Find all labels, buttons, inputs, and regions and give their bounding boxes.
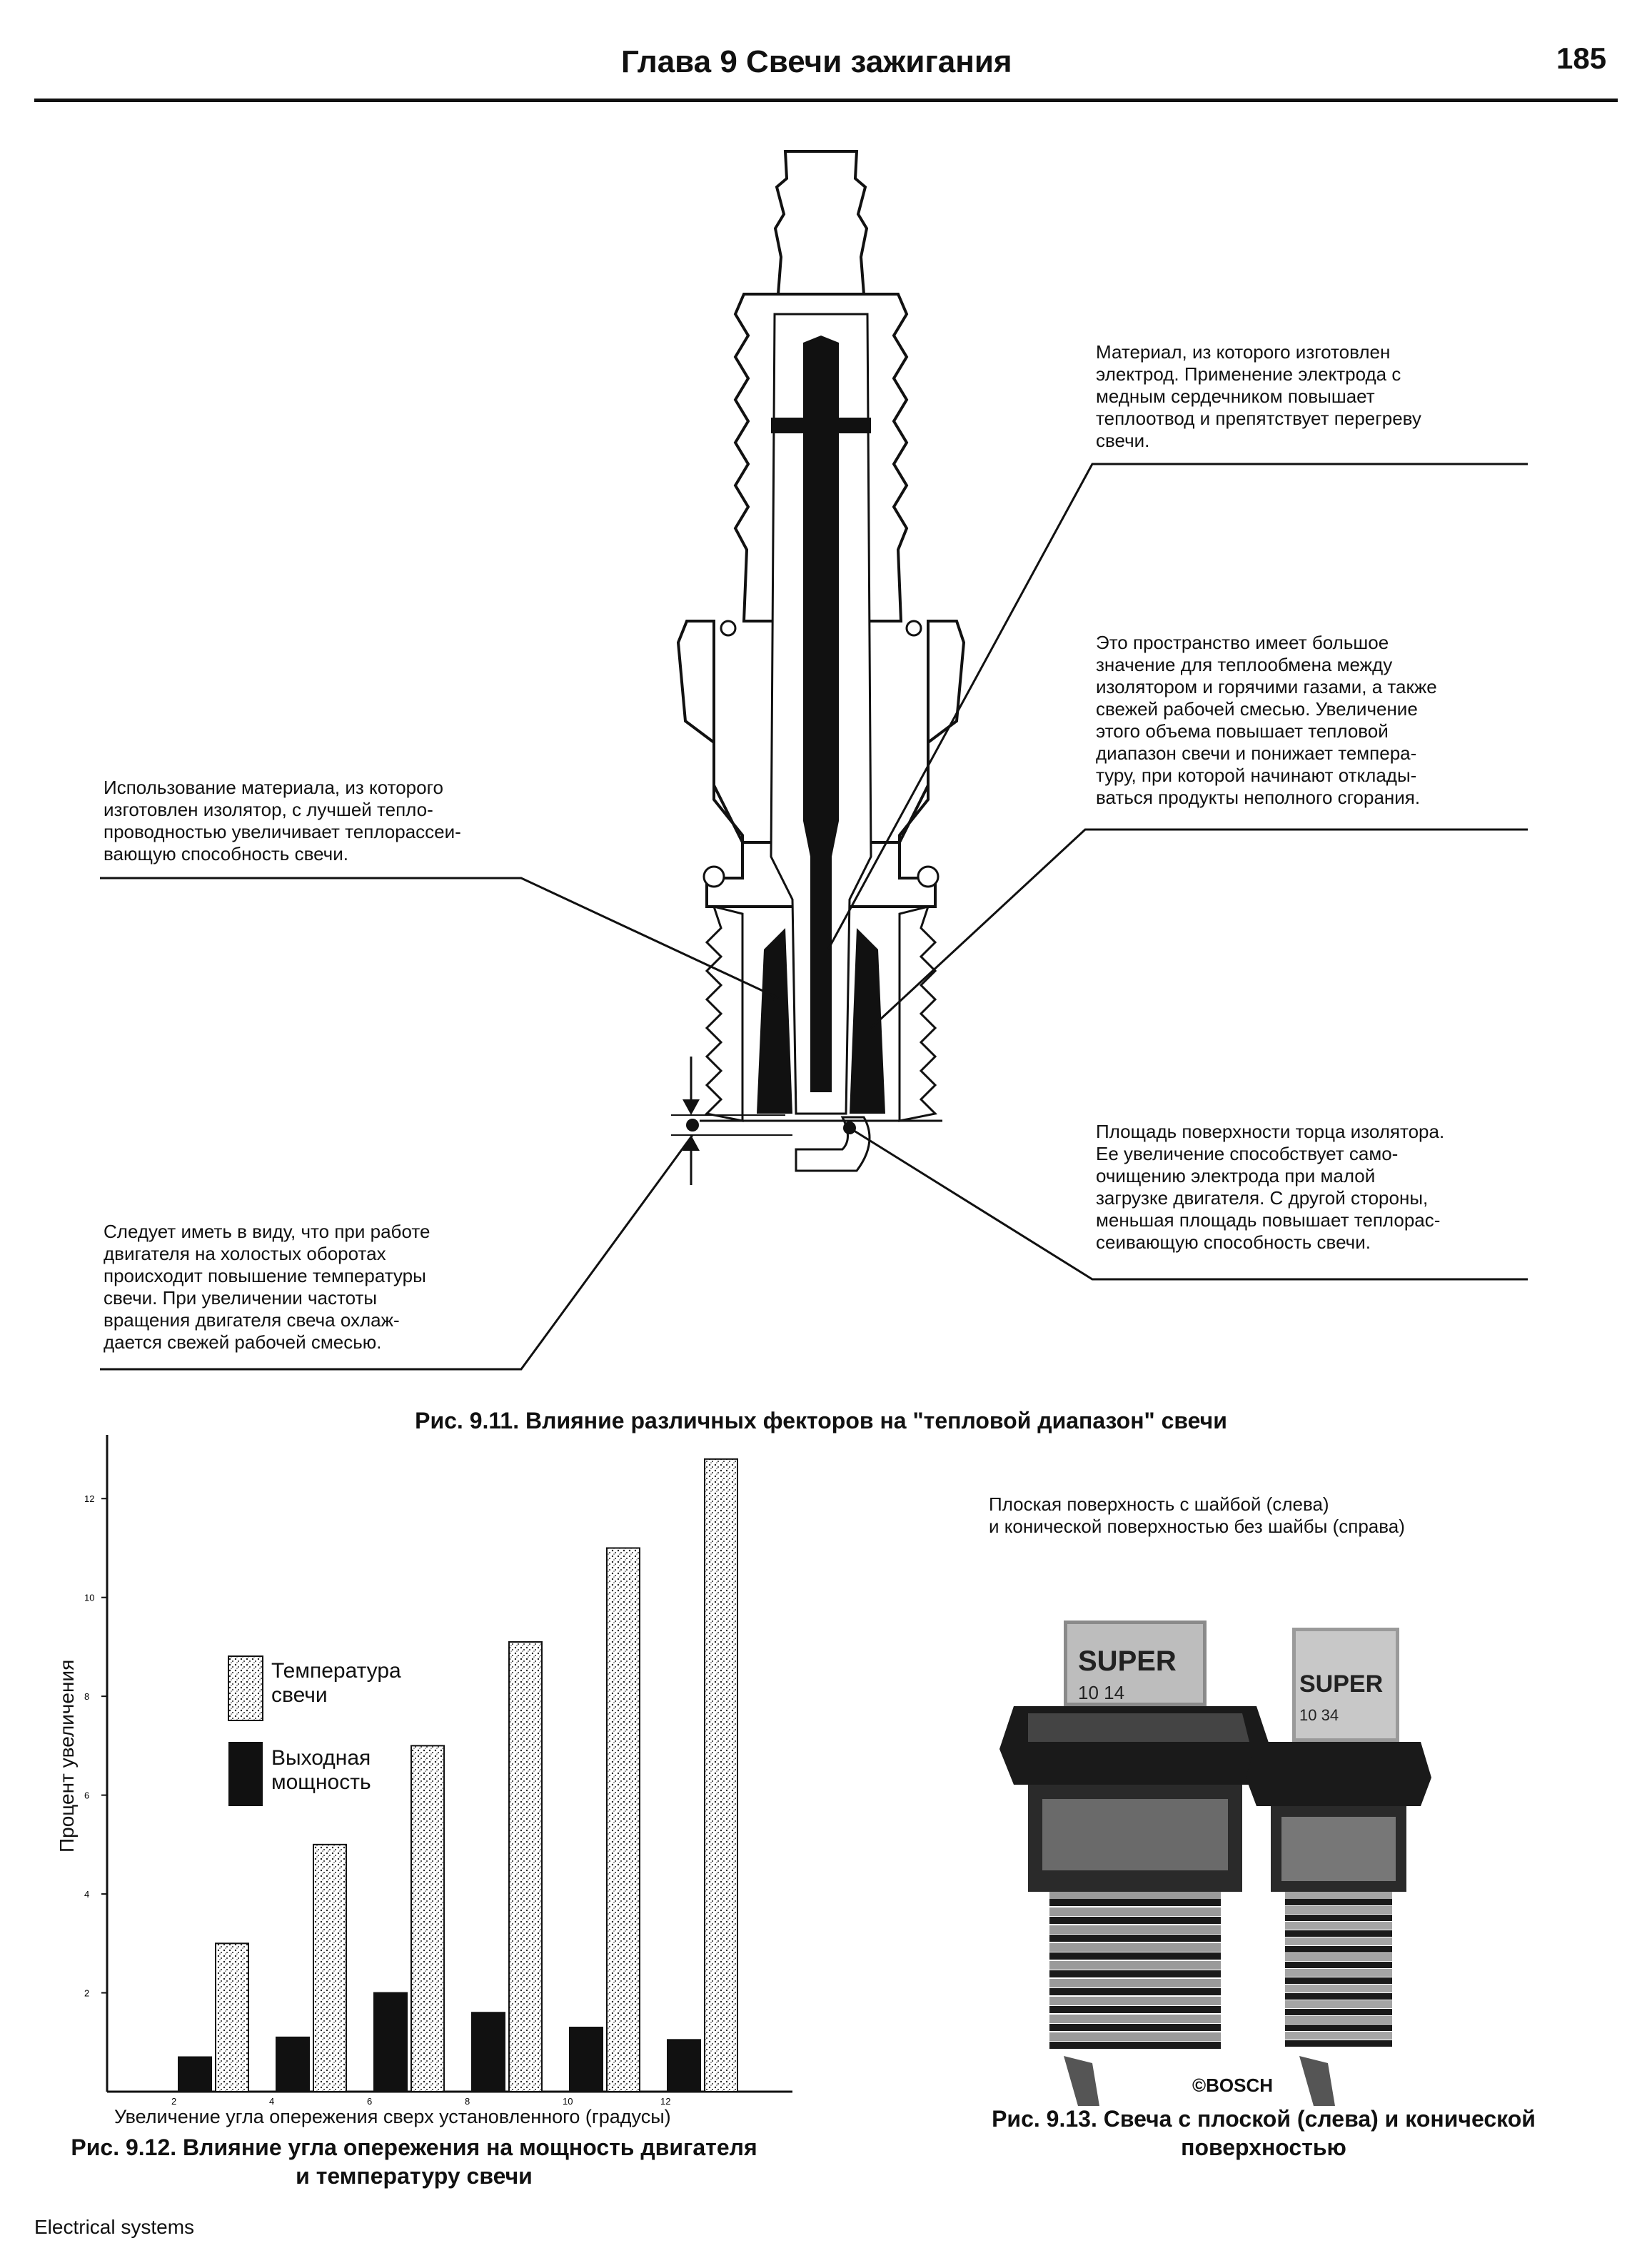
bar-power-2: [178, 2056, 212, 2092]
callout-insulator-end-surface: Площадь поверхности торца изолятора. Ее …: [1096, 1121, 1445, 1253]
callout-electrode-material: Материал, из которого изготовлен электро…: [1096, 341, 1421, 451]
plug-left-brand-label: SUPER: [1078, 1645, 1177, 1677]
legend-label-temperature: Температура свечи: [271, 1659, 401, 1707]
y-tick-label: 12: [84, 1493, 94, 1504]
figure-9-11-caption: Рис. 9.11. Влияние различных фекторов на…: [415, 1408, 1227, 1433]
x-tick-label: 2: [171, 2096, 176, 2107]
chapter-title: Глава 9 Свечи зажигания: [621, 44, 1012, 79]
figure-9-12-caption: Рис. 9.12. Влияние угла опережения на мо…: [71, 2135, 757, 2189]
bar-temperature-4: [313, 1843, 347, 2092]
bar-power-10: [569, 2027, 603, 2092]
plug-right-code: 10 34: [1299, 1706, 1339, 1724]
page-number: 185: [1556, 41, 1607, 75]
bar-temperature-2: [215, 1942, 249, 2092]
legend-swatch-temperature: [228, 1655, 263, 1721]
y-tick-label: 4: [84, 1889, 89, 1900]
y-tick-label: 6: [84, 1790, 89, 1801]
bar-temperature-8: [508, 1641, 543, 2092]
x-tick-label: 4: [269, 2096, 274, 2107]
header-rule: [34, 99, 1618, 102]
figure-9-13-caption: Рис. 9.13. Свеча с плоской (слева) и кон…: [992, 2106, 1536, 2160]
figure-9-13-note: Плоская поверхность с шайбой (слева) и к…: [989, 1493, 1405, 1537]
bar-temperature-12: [704, 1458, 738, 2093]
x-tick-label: 10: [563, 2096, 573, 2107]
spark-plugs-photo: SUPER 10 14 SUPER 10 34 ©BOSCH: [999, 1621, 1431, 2106]
advance-angle-bar-chart: 2 4 6 8 10 12 2 4 6 8 10 12: [84, 1435, 792, 2107]
bar-temperature-6: [411, 1745, 445, 2092]
callout-idle-operation: Следует иметь в виду, что при работе дви…: [104, 1221, 430, 1353]
legend-swatch-power: [228, 1742, 263, 1806]
bar-temperature-10: [606, 1547, 640, 2092]
x-axis-label: Увеличение угла опережения сверх установ…: [114, 2106, 671, 2127]
x-tick-label: 8: [465, 2096, 470, 2107]
bar-power-8: [471, 2012, 505, 2093]
spark-plug-cross-section: [100, 150, 1528, 1371]
bar-power-12: [667, 2039, 701, 2092]
x-tick-label: 6: [367, 2096, 372, 2107]
footer-text: Electrical systems: [34, 2216, 195, 2238]
bar-power-4: [276, 2036, 310, 2092]
plug-left-code: 10 14: [1078, 1682, 1124, 1703]
callout-heat-exchange-space: Это пространство имеет большое значение …: [1096, 632, 1437, 808]
bar-power-6: [373, 1992, 408, 2092]
y-tick-label: 2: [84, 1988, 89, 1999]
x-tick-label: 12: [660, 2096, 670, 2107]
legend-label-power: Выходная мощность: [271, 1746, 371, 1794]
callout-insulator-material: Использование материала, из которого изг…: [104, 777, 461, 865]
y-tick-label: 10: [84, 1593, 94, 1603]
plug-right-brand-label: SUPER: [1299, 1670, 1383, 1698]
y-tick-label: 8: [84, 1691, 89, 1702]
bosch-watermark: ©BOSCH: [1192, 2075, 1273, 2096]
y-axis-label: Процент увеличения: [56, 1659, 78, 1853]
